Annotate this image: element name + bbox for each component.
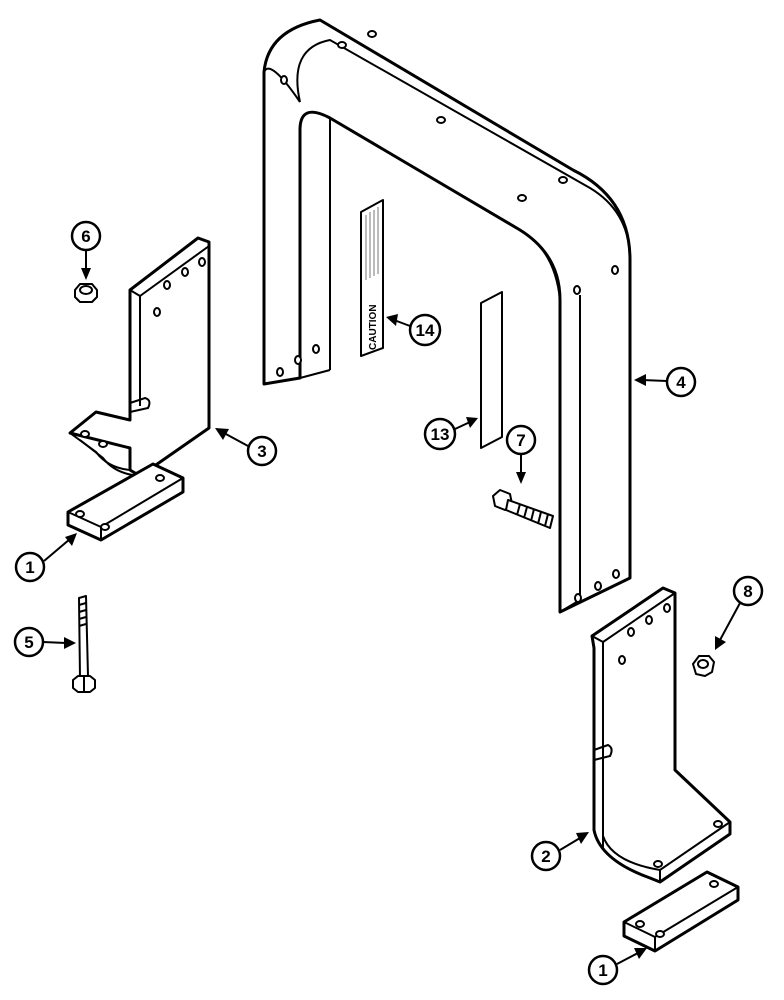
- callout-8-label: 8: [743, 582, 752, 601]
- callout-7-label: 7: [516, 431, 525, 450]
- u-frame-part: [262, 18, 632, 614]
- upper-plate-part: [66, 462, 185, 542]
- callout-3-label: 3: [257, 442, 266, 461]
- callout-4-label: 4: [676, 373, 686, 392]
- callout-5: 5: [13, 626, 76, 658]
- callout-8: 8: [715, 575, 764, 650]
- decal-strip-part: [480, 291, 503, 449]
- lower-plate-part: [622, 870, 740, 953]
- callout-13: 13: [423, 417, 478, 451]
- callout-1-lower-label: 1: [598, 961, 607, 980]
- caution-decal: CAUTION: [360, 199, 384, 357]
- callout-1-upper: 1: [14, 533, 77, 583]
- callout-6: 6: [70, 220, 102, 280]
- callout-3: 3: [215, 428, 278, 467]
- long-bolt-part: [72, 595, 96, 693]
- hex-nut-part-8: [692, 655, 715, 677]
- decal-caution-text: CAUTION: [368, 304, 379, 350]
- callout-2: 2: [530, 832, 589, 872]
- callout-14: 14: [386, 313, 442, 347]
- callout-1-upper-label: 1: [25, 558, 34, 577]
- callout-14-label: 14: [416, 321, 435, 340]
- callout-1-lower: 1: [587, 948, 647, 986]
- callout-5-label: 5: [24, 633, 33, 652]
- callout-13-label: 13: [431, 425, 450, 444]
- callout-7: 7: [505, 424, 537, 484]
- left-l-bracket-part: [68, 236, 211, 478]
- callout-4: 4: [634, 366, 697, 398]
- callout-2-label: 2: [541, 847, 550, 866]
- short-bolt-part: [492, 489, 554, 529]
- right-l-bracket-part: [590, 586, 732, 884]
- hex-nut-part-6: [74, 283, 98, 303]
- callout-6-label: 6: [81, 227, 90, 246]
